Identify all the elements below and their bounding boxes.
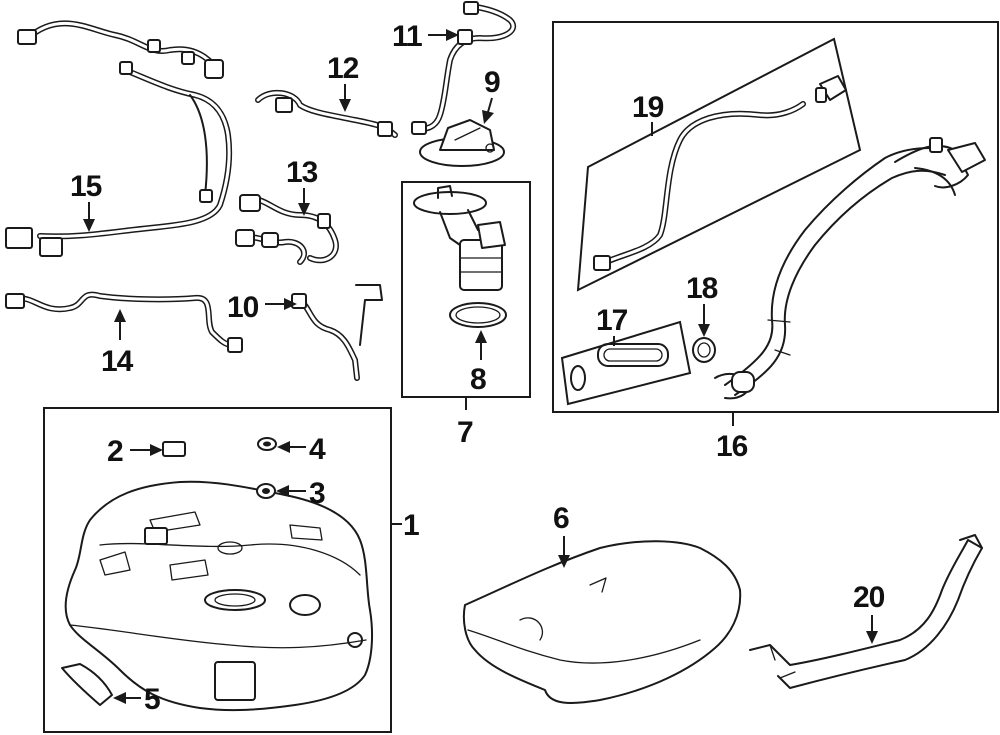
callout-label-6: 6 — [553, 502, 569, 535]
callout-label-13: 13 — [286, 156, 318, 189]
wiring-harness-part-12[interactable] — [255, 89, 398, 138]
breather-hose-part-19[interactable] — [593, 75, 847, 271]
leader-arrow-15 — [83, 202, 95, 232]
leader-arrow-18 — [698, 304, 710, 337]
callout-label-15: 15 — [70, 170, 102, 203]
callout-label-17: 17 — [596, 304, 628, 337]
filler-pipe-part-16[interactable] — [714, 137, 986, 400]
fuel-pump-module-part-7[interactable] — [413, 185, 506, 291]
wiring-harness-part-15[interactable] — [5, 20, 233, 257]
filler-pipe-group-box — [552, 21, 999, 413]
leader-arrow-9 — [482, 97, 494, 124]
callout-label-16: 16 — [716, 430, 748, 463]
heat-shield-part-5[interactable] — [61, 663, 113, 706]
leader-arrow-10 — [265, 298, 297, 310]
callout-label-9: 9 — [484, 66, 500, 99]
wiring-harness-part-14[interactable] — [5, 291, 243, 353]
filler-neck-seal-subgroup-box — [560, 320, 692, 406]
seal-part-17[interactable] — [570, 343, 669, 391]
leader-arrow-6 — [558, 536, 570, 568]
fuel-tank-part-1[interactable] — [64, 480, 374, 712]
callout-label-8: 8 — [470, 363, 486, 396]
leader-arrow-13 — [298, 188, 310, 216]
callout-label-5: 5 — [144, 683, 160, 716]
callout-label-1: 1 — [403, 509, 419, 542]
clamp-part-18[interactable] — [692, 337, 716, 363]
wiring-harness-part-13[interactable] — [235, 194, 339, 265]
leader-arrow-11 — [428, 29, 459, 41]
callout-label-18: 18 — [686, 272, 718, 305]
leader-arrow-3 — [276, 485, 306, 497]
pump-cover-part-9[interactable] — [419, 119, 505, 167]
callout-label-3: 3 — [309, 477, 325, 510]
callout-label-11: 11 — [392, 20, 422, 53]
leader-arrow-5 — [113, 692, 141, 704]
leader-arrow-2 — [130, 444, 163, 456]
callout-label-4: 4 — [309, 433, 326, 466]
callout-label-14: 14 — [101, 345, 134, 378]
leader-arrow-4 — [277, 441, 306, 453]
leader-arrow-12 — [339, 84, 351, 112]
grommet-part-4[interactable] — [257, 437, 277, 451]
grommet-part-3[interactable] — [256, 483, 276, 499]
callout-label-20: 20 — [853, 581, 885, 614]
tank-strap-part-20[interactable] — [749, 534, 983, 689]
callout-label-2: 2 — [107, 435, 123, 468]
leader-arrow-8 — [475, 330, 487, 360]
breather-hose-subgroup-box — [576, 37, 862, 292]
leader-arrow-20 — [866, 615, 878, 644]
fuel-tank-group-box — [43, 407, 392, 733]
wiring-harness-part-11[interactable] — [411, 1, 517, 135]
callout-label-12: 12 — [327, 52, 359, 85]
sensor-harness-part-10[interactable] — [291, 284, 383, 381]
callout-label-7: 7 — [457, 416, 473, 449]
clip-part-2[interactable] — [162, 441, 186, 457]
tank-protector-part-6[interactable] — [462, 540, 742, 704]
leader-arrow-14 — [114, 309, 126, 340]
callout-label-19: 19 — [632, 91, 664, 124]
callout-label-10: 10 — [227, 291, 259, 324]
gasket-part-8[interactable] — [449, 302, 507, 328]
